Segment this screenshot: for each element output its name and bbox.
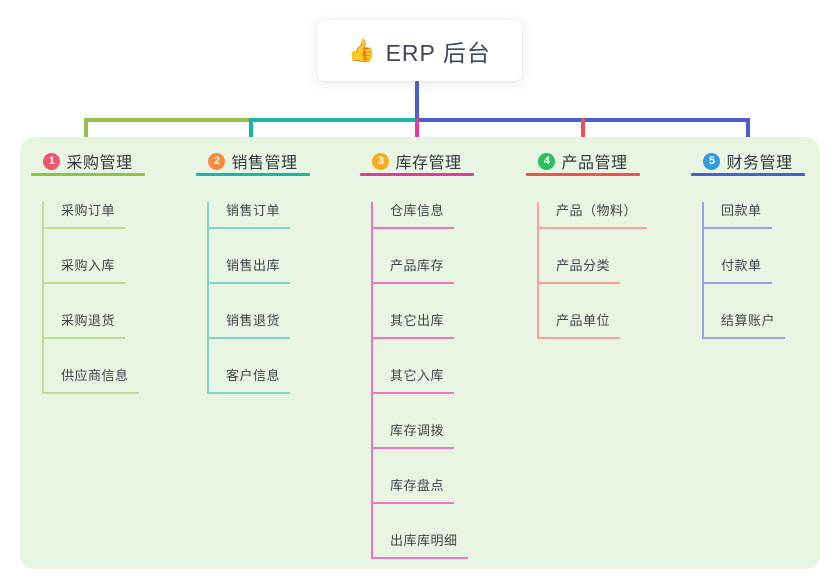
branch-underline xyxy=(526,173,640,176)
root-node-erp[interactable]: 👍 ERP 后台 xyxy=(317,20,522,81)
branch-4: 4 产品管理 产品（物料） 产品分类产品单位 xyxy=(526,151,648,339)
branch-number-badge: 1 xyxy=(43,152,61,170)
bus-segment-1 xyxy=(86,118,251,122)
branch-items: 采购订单采购入库采购退货供应商信息 xyxy=(42,202,139,394)
sub-item[interactable]: 产品库存 xyxy=(373,257,455,284)
branch-underline xyxy=(196,173,310,176)
sub-item[interactable]: 产品分类 xyxy=(539,257,621,284)
branch-5: 5 财务管理 回款单付款单结算账户 xyxy=(691,151,805,339)
branch-number-badge: 2 xyxy=(208,152,226,170)
branch-label: 库存管理 xyxy=(395,155,462,172)
branch-items: 产品（物料） 产品分类产品单位 xyxy=(537,202,648,339)
sub-item[interactable]: 出库库明细 xyxy=(373,532,468,559)
connector-root-vertical xyxy=(415,81,419,122)
branch-underline xyxy=(31,173,145,176)
branch-label: 采购管理 xyxy=(66,155,133,172)
connector-drop-5 xyxy=(746,118,750,147)
branch-header[interactable]: 3 库存管理 xyxy=(360,151,474,172)
branch-items: 销售订单销售出库销售退货客户信息 xyxy=(207,202,291,394)
branch-label: 财务管理 xyxy=(726,155,793,172)
sub-item[interactable]: 产品（物料） xyxy=(539,202,648,229)
branch-3: 3 库存管理 仓库信息产品库存其它出库其它入库库存调拨库存盘点出库库明细 xyxy=(360,151,474,559)
branch-label: 产品管理 xyxy=(561,155,628,172)
branch-header[interactable]: 4 产品管理 xyxy=(526,151,640,172)
sub-item[interactable]: 销售退货 xyxy=(209,312,291,339)
sub-item[interactable]: 采购退货 xyxy=(44,312,126,339)
connector-drop-2 xyxy=(249,118,253,147)
sub-item[interactable]: 结算账户 xyxy=(704,312,786,339)
sub-item[interactable]: 其它出库 xyxy=(373,312,455,339)
branch-underline xyxy=(691,173,805,176)
sub-item[interactable]: 仓库信息 xyxy=(373,202,455,229)
sub-item[interactable]: 销售出库 xyxy=(209,257,291,284)
sub-item[interactable]: 其它入库 xyxy=(373,367,455,394)
bus-segment-2 xyxy=(251,118,417,122)
sub-item[interactable]: 付款单 xyxy=(704,257,772,284)
connector-drop-4 xyxy=(581,118,585,147)
branch-number-badge: 3 xyxy=(372,152,390,170)
sub-item[interactable]: 销售订单 xyxy=(209,202,291,229)
connector-drop-3 xyxy=(415,118,419,147)
sub-item[interactable]: 库存调拨 xyxy=(373,422,455,449)
branch-1: 1 采购管理 采购订单采购入库采购退货供应商信息 xyxy=(31,151,145,394)
sub-item[interactable]: 产品单位 xyxy=(539,312,621,339)
branch-header[interactable]: 1 采购管理 xyxy=(31,151,145,172)
branch-label: 销售管理 xyxy=(231,155,298,172)
sub-item[interactable]: 回款单 xyxy=(704,202,772,229)
branches-panel xyxy=(20,137,820,569)
root-title: ERP 后台 xyxy=(385,39,491,66)
sub-item[interactable]: 客户信息 xyxy=(209,367,291,394)
sub-item[interactable]: 库存盘点 xyxy=(373,477,455,504)
branch-items: 回款单付款单结算账户 xyxy=(702,202,786,339)
branch-header[interactable]: 5 财务管理 xyxy=(691,151,805,172)
connector-drop-1 xyxy=(84,118,88,147)
branch-underline xyxy=(360,173,474,176)
branch-number-badge: 4 xyxy=(538,152,556,170)
thumbs-up-icon: 👍 xyxy=(348,37,377,63)
sub-item[interactable]: 采购订单 xyxy=(44,202,126,229)
branch-2: 2 销售管理 销售订单销售出库销售退货客户信息 xyxy=(196,151,310,394)
branch-items: 仓库信息产品库存其它出库其它入库库存调拨库存盘点出库库明细 xyxy=(371,202,468,559)
sub-item[interactable]: 采购入库 xyxy=(44,257,126,284)
branch-number-badge: 5 xyxy=(703,152,721,170)
sub-item[interactable]: 供应商信息 xyxy=(44,367,139,394)
branch-header[interactable]: 2 销售管理 xyxy=(196,151,310,172)
